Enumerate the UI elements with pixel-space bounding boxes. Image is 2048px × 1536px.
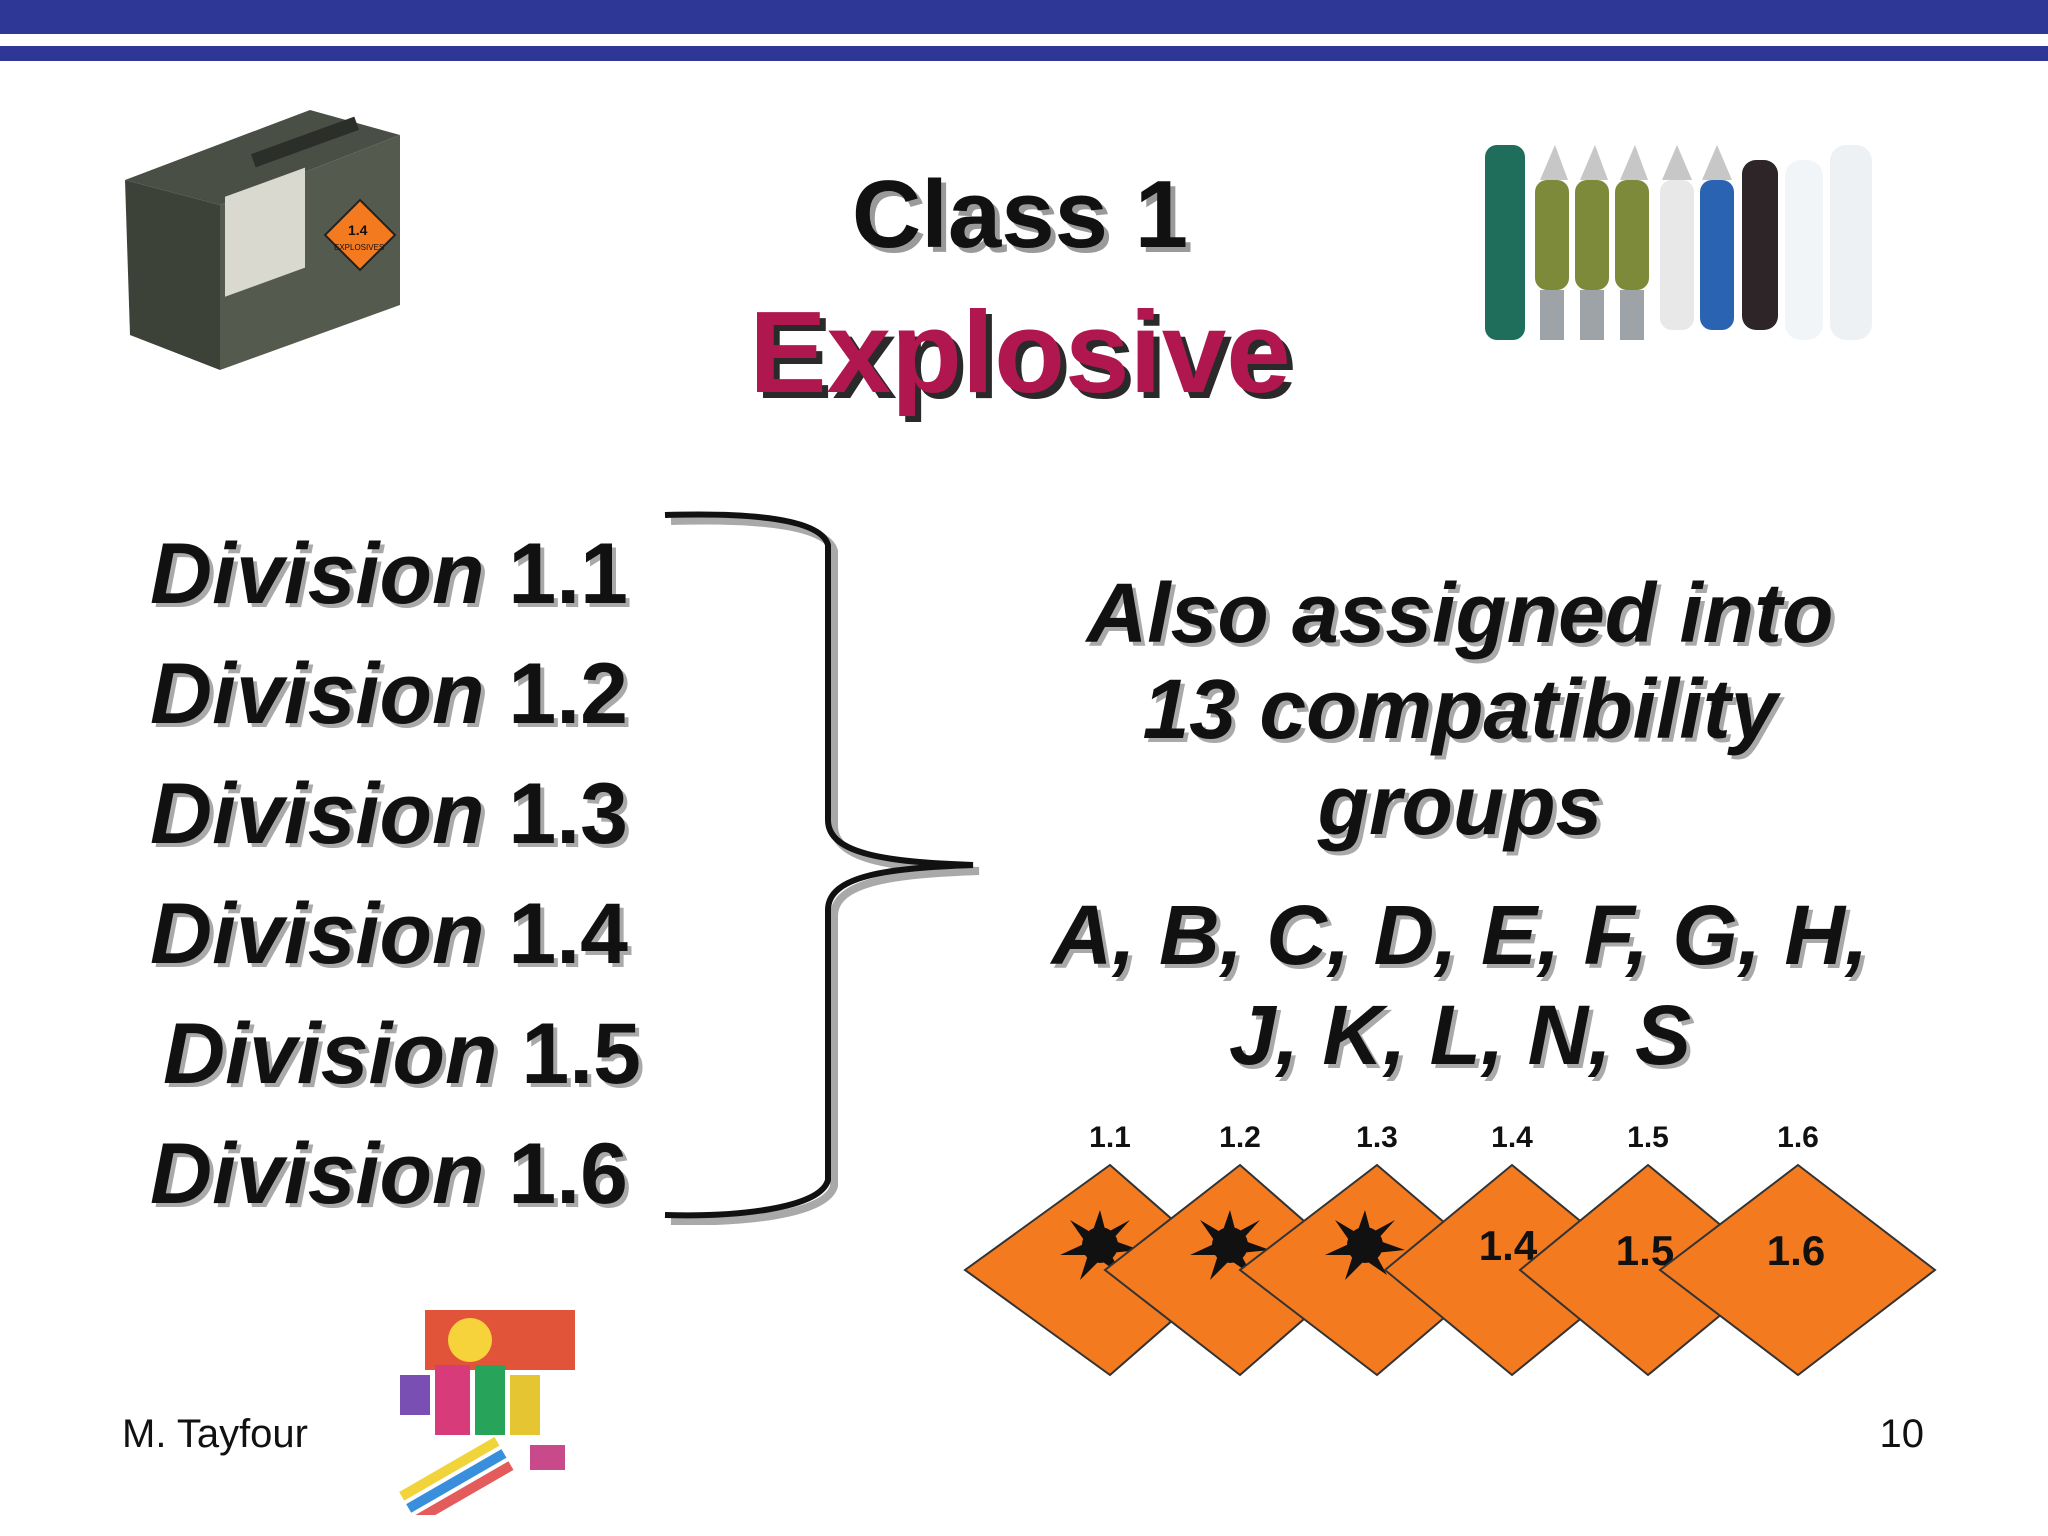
ammo-box-label-number: 1.4 (348, 222, 368, 238)
division-1-6: Division 1.6 (150, 1125, 690, 1224)
division-number: 1.2 (508, 646, 628, 742)
placard-center-number: 1.4 (1479, 1222, 1538, 1269)
fireworks-image (399, 1310, 575, 1515)
author-footer: M. Tayfour (122, 1412, 308, 1456)
division-1-3: Division 1.3 (150, 765, 690, 864)
slide-title: Class 1 (851, 161, 1189, 268)
header-rule (0, 46, 2048, 61)
explosion-icon (1325, 1210, 1405, 1280)
division-number: 1.4 (508, 886, 628, 982)
division-word: Division (150, 526, 485, 622)
ammo-box-label-text: EXPLOSIVES (334, 243, 384, 252)
division-word: Division (150, 766, 485, 862)
division-1-1: Division 1.1 (150, 525, 690, 624)
groups-line-2: J, K, L, N, S (1228, 988, 1692, 1082)
hazard-placards: 1.1 1.2 1.3 1.4 1.5 1.6 (963, 1121, 1937, 1377)
groups-line-1: A, B, C, D, E, F, G, H, (1051, 888, 1869, 982)
division-1-2: Division 1.2 (150, 645, 690, 744)
compat-line-3: groups (1317, 758, 1603, 852)
placard-top-label: 1.4 (1491, 1121, 1533, 1154)
division-1-5: Division 1.5 (163, 1005, 703, 1104)
placard-center-number: 1.6 (1767, 1227, 1825, 1274)
right-brace (664, 511, 980, 1225)
division-number: 1.3 (508, 766, 628, 862)
division-number: 1.1 (508, 526, 628, 622)
placard-1-5: 1.5 (1518, 1163, 1777, 1377)
division-1-4: Division 1.4 (150, 885, 690, 984)
division-word: Division (163, 1006, 498, 1102)
slide-subtitle: Explosive (749, 287, 1291, 417)
placard-top-label: 1.1 (1089, 1121, 1131, 1154)
explosion-icon (1190, 1210, 1270, 1280)
division-word: Division (150, 886, 485, 982)
placard-top-label: 1.6 (1777, 1121, 1819, 1154)
header-bar (0, 0, 2048, 34)
placard-top-label: 1.3 (1356, 1121, 1398, 1154)
placard-1-6: 1.6 (1658, 1163, 1937, 1377)
division-word: Division (150, 646, 485, 742)
mortar-rounds-image (1485, 145, 1872, 340)
placard-top-label: 1.2 (1219, 1121, 1261, 1154)
compat-line-1: Also assigned into (1086, 566, 1834, 660)
explosion-icon (1060, 1210, 1140, 1280)
compatibility-groups: A, B, C, D, E, F, G, H, J, K, L, N, S (980, 885, 1940, 1085)
division-number: 1.5 (521, 1006, 641, 1102)
compatibility-note: Also assigned into 13 compatibility grou… (980, 565, 1940, 853)
placard-1-1 (963, 1163, 1232, 1377)
division-number: 1.6 (508, 1126, 628, 1222)
placard-top-label: 1.5 (1627, 1121, 1669, 1154)
ammo-box-image: 1.4 EXPLOSIVES (125, 110, 400, 370)
compat-line-2: 13 compatibility (1142, 662, 1778, 756)
division-word: Division (150, 1126, 485, 1222)
page-number: 10 (1879, 1412, 1925, 1456)
placard-1-3 (1238, 1163, 1502, 1377)
